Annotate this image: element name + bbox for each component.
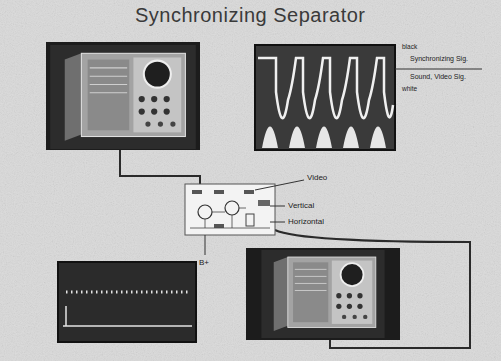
circuit-board	[185, 184, 275, 235]
level-label: black	[402, 43, 417, 50]
level-label: white	[402, 85, 417, 92]
terminal-label: B+	[199, 258, 209, 267]
waveform-photo	[255, 45, 482, 150]
oscilloscope-photo	[246, 248, 400, 340]
terminal-label: Vertical	[288, 201, 314, 210]
sync-output-photo	[58, 262, 196, 342]
signal-label: Sound, Video Sig.	[410, 73, 466, 81]
title: Synchronizing Separator	[135, 4, 366, 27]
oscilloscope-photo	[46, 42, 200, 150]
signal-label: Synchronizing Sig.	[410, 55, 468, 63]
terminal-label: Video	[307, 173, 327, 182]
cable	[120, 150, 470, 348]
terminal-label: Horizontal	[288, 217, 324, 226]
